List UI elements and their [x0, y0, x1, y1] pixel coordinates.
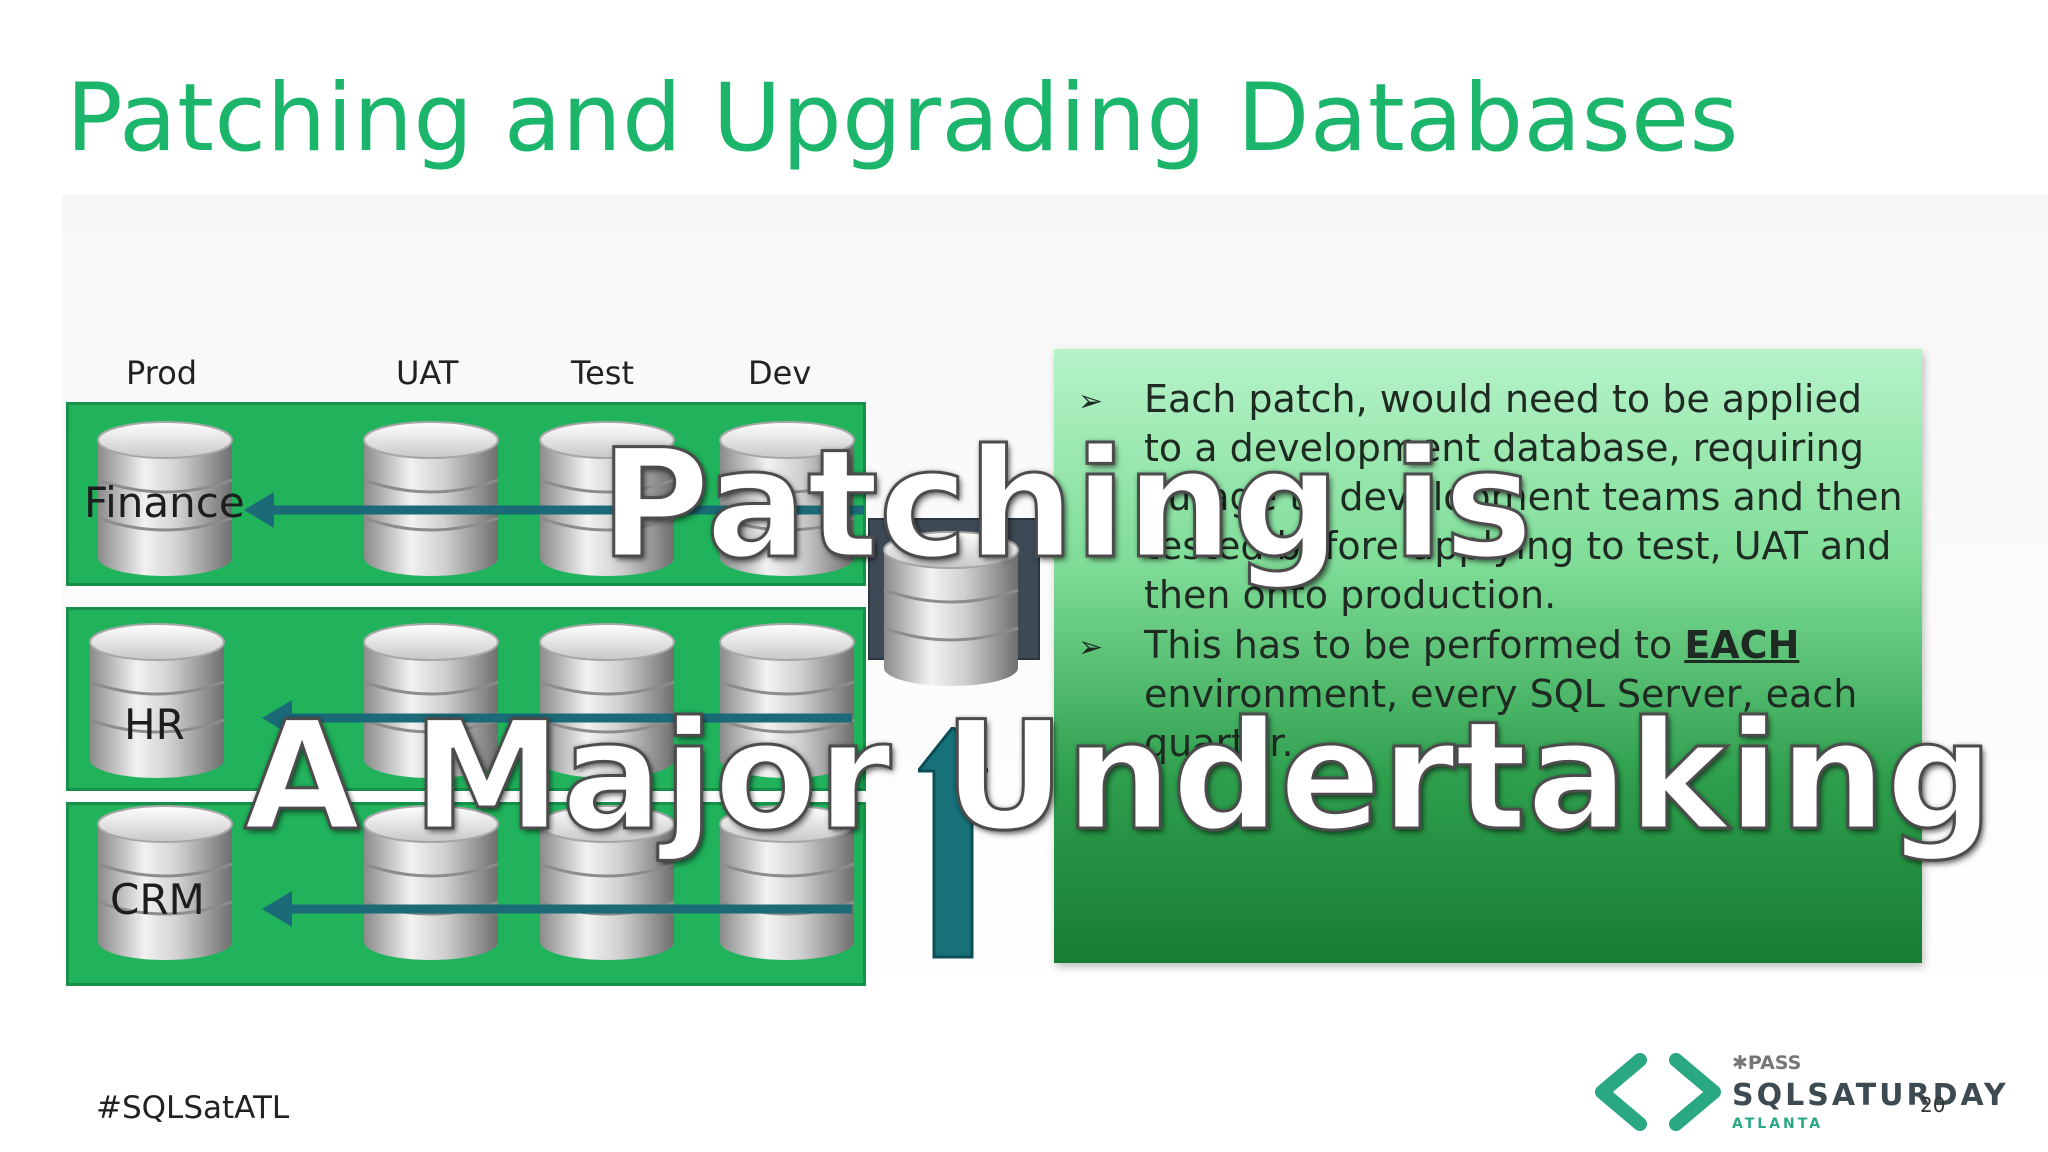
left-arrow-icon [244, 492, 864, 528]
bullet-emphasis: EACH [1684, 623, 1800, 667]
logo-pass-text: PASS [1747, 1052, 1802, 1074]
bullet-arrow-icon: ➢ [1078, 630, 1104, 665]
row-label-hr: HR [124, 700, 185, 749]
logo-city: ATLANTA [1732, 1116, 1824, 1132]
bullet-item: ➢ This has to be performed to EACH envir… [1078, 621, 1904, 768]
database-cylinder-icon [716, 620, 858, 780]
env-label-uat: UAT [396, 354, 459, 392]
slide-title: Patching and Upgrading Databases [66, 64, 1739, 173]
bullet-text: This has to be performed to EACH environ… [1144, 621, 1904, 768]
database-cylinder-icon [94, 802, 236, 962]
up-arrow-icon [918, 727, 988, 959]
database-cylinder-icon [536, 418, 678, 578]
bullet-item: ➢ Each patch, would need to be applied t… [1078, 375, 1904, 620]
hashtag: #SQLSatATL [96, 1090, 290, 1126]
logo-brackets-icon [1595, 1053, 1721, 1131]
left-arrow-icon [262, 700, 852, 736]
overlay-line-2: A Major Undertaking [242, 689, 1994, 866]
env-label-prod: Prod [126, 354, 198, 392]
bullet-text-part: environment, every SQL Server, each quar… [1144, 672, 1858, 765]
env-label-test: Test [571, 354, 635, 392]
env-label-dev: Dev [748, 354, 812, 392]
logo-pass: ✱PASS [1732, 1052, 1802, 1074]
database-cylinder-icon [536, 802, 678, 962]
logo-name: SQLSATURDAY [1732, 1078, 2009, 1113]
bullet-text: Each patch, would need to be applied to … [1144, 377, 1903, 617]
database-cylinder-icon [360, 620, 502, 780]
left-arrow-icon [262, 891, 852, 927]
database-cylinder-icon [880, 528, 1022, 688]
row-label-crm: CRM [110, 875, 205, 924]
overlay-line-1: Patching is [598, 417, 1534, 594]
database-cylinder-icon [86, 620, 228, 780]
database-cylinder-icon [360, 802, 502, 962]
database-cylinder-icon [360, 418, 502, 578]
sqlsaturday-logo: ✱PASS SQLSATURDAY ATLANTA [1588, 1050, 2006, 1136]
database-cylinder-icon [94, 418, 236, 578]
bullet-text-part: This has to be performed to [1144, 623, 1685, 667]
database-cylinder-icon [716, 418, 858, 578]
info-box: ➢ Each patch, would need to be applied t… [1054, 349, 1922, 963]
row-label-finance: Finance [84, 478, 245, 527]
database-cylinder-icon [536, 620, 678, 780]
bullet-arrow-icon: ➢ [1078, 384, 1104, 419]
page-number: 20 [1920, 1093, 1946, 1117]
